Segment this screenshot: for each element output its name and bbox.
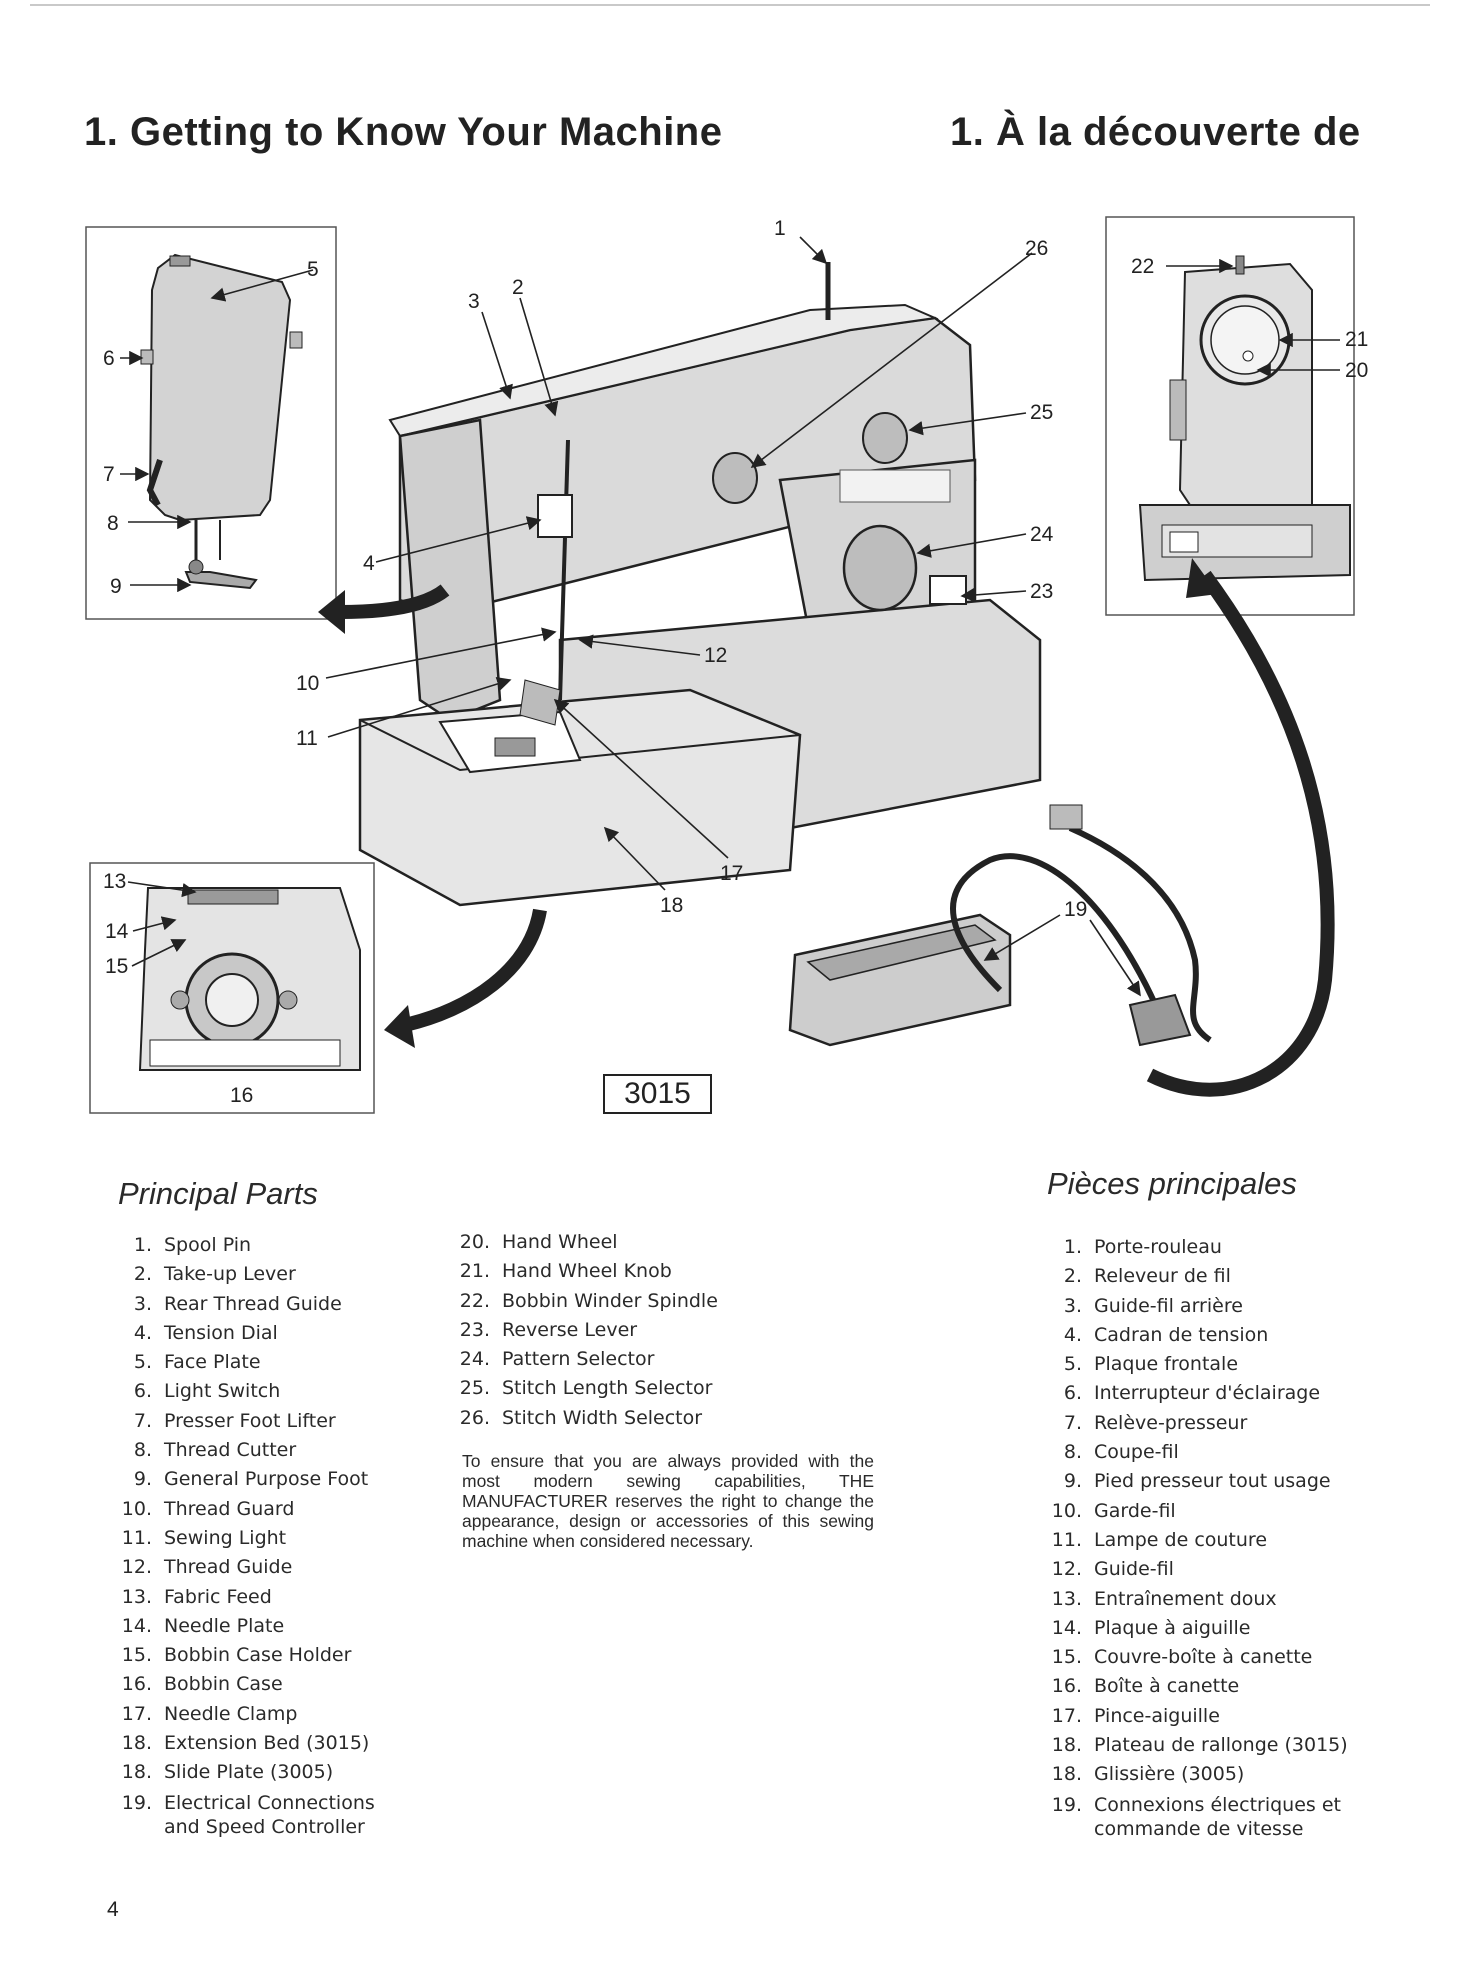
list-item: 8.Thread Cutter: [133, 1439, 297, 1462]
callout-12: 12: [704, 644, 727, 667]
list-item: 21.Hand Wheel Knob: [459, 1260, 672, 1283]
list-item: 26.Stitch Width Selector: [459, 1406, 703, 1429]
list-item: 18.Plateau de rallonge (3015): [1051, 1734, 1348, 1757]
list-item: 10.Thread Guard: [121, 1497, 295, 1520]
callout-14: 14: [105, 920, 129, 943]
foot-controller-drawing: [788, 804, 1212, 1047]
list-item: 19.Connexions électriques et commande de…: [1051, 1793, 1341, 1840]
list-item: 6.Interrupteur d'éclairage: [1063, 1382, 1321, 1405]
list-item: 4.Tension Dial: [133, 1321, 278, 1344]
list-item: 13.Fabric Feed: [121, 1585, 272, 1608]
list-item: 17.Needle Clamp: [121, 1702, 298, 1725]
list-item: 7.Relève-presseur: [1063, 1411, 1248, 1434]
list-item: 9.Pied presseur tout usage: [1063, 1470, 1331, 1493]
side-view-inset: [85, 226, 337, 620]
callout-19: 19: [1064, 898, 1087, 921]
list-item: 12.Guide-fil: [1051, 1558, 1174, 1581]
callout-2: 2: [512, 276, 524, 299]
list-item: 18.Extension Bed (3015): [121, 1732, 370, 1755]
list-item: 16.Boîte à canette: [1051, 1675, 1240, 1698]
hand-wheel-side-inset: [1105, 216, 1355, 616]
list-item: 8.Coupe-fil: [1063, 1441, 1179, 1464]
list-item: 16.Bobbin Case: [121, 1673, 283, 1696]
list-item: 15.Couvre-boîte à canette: [1051, 1646, 1313, 1669]
list-item: 11.Sewing Light: [121, 1526, 287, 1549]
list-item: 1.Porte-rouleau: [1063, 1236, 1222, 1258]
list-item: 7.Presser Foot Lifter: [133, 1409, 336, 1432]
callout-11: 11: [296, 727, 318, 750]
callout-6: 6: [103, 347, 115, 370]
callout-24: 24: [1030, 523, 1054, 546]
list-item: 9.General Purpose Foot: [133, 1468, 369, 1491]
list-item: 18.Glissière (3005): [1051, 1763, 1245, 1786]
english-parts-list-2: 20.Hand Wheel 21.Hand Wheel Knob 22.Bobb…: [450, 1228, 870, 1433]
list-item: 14.Needle Plate: [121, 1614, 285, 1637]
callout-leader-lines: [120, 236, 1340, 997]
list-item: 17.Pince-aiguille: [1051, 1704, 1220, 1727]
callout-1: 1: [774, 217, 786, 240]
pieces-principales-heading: Pièces principales: [1047, 1166, 1297, 1201]
callout-17: 17: [720, 862, 743, 885]
callout-25: 25: [1030, 401, 1053, 424]
sewing-machine-illustration: 1 2 3 4 5 6 7 8 9 10 11 12 13 14 15 16 1…: [85, 216, 1368, 1114]
main-machine-drawing: [358, 262, 1042, 907]
callout-7: 7: [103, 463, 115, 486]
callout-22: 22: [1131, 255, 1154, 278]
callout-13: 13: [103, 870, 126, 893]
list-item: 19.Electrical Connections and Speed Cont…: [121, 1791, 375, 1838]
list-item: 23.Reverse Lever: [459, 1318, 638, 1341]
callout-18: 18: [660, 894, 683, 917]
list-item: 5.Plaque frontale: [1063, 1353, 1239, 1376]
principal-parts-heading: Principal Parts: [118, 1176, 318, 1211]
list-item: 3.Rear Thread Guide: [133, 1292, 342, 1315]
list-item: 2.Releveur de fil: [1063, 1265, 1231, 1288]
model-number-badge: 3015: [603, 1074, 712, 1114]
list-item: 12.Thread Guide: [121, 1556, 293, 1579]
list-item: 13.Entraînement doux: [1051, 1587, 1277, 1610]
page-title-english: 1. Getting to Know Your Machine: [84, 110, 723, 154]
callout-10: 10: [296, 672, 319, 695]
callout-9: 9: [110, 575, 122, 598]
callout-20: 20: [1345, 359, 1368, 382]
callout-23: 23: [1030, 580, 1053, 603]
callout-3: 3: [468, 290, 480, 313]
list-item: 20.Hand Wheel: [459, 1231, 618, 1253]
list-item: 15.Bobbin Case Holder: [121, 1644, 352, 1667]
english-parts-list-1: 1.Spool Pin 2.Take-up Lever 3.Rear Threa…: [110, 1231, 470, 1839]
list-item: 10.Garde-fil: [1051, 1499, 1176, 1522]
list-item: 6.Light Switch: [133, 1380, 281, 1403]
callout-5: 5: [307, 258, 319, 281]
list-item: 3.Guide-fil arrière: [1063, 1294, 1243, 1317]
french-parts-list: 1.Porte-rouleau 2.Releveur de fil 3.Guid…: [1040, 1233, 1440, 1841]
callout-15: 15: [105, 955, 128, 978]
bobbin-area-inset: [89, 862, 375, 1114]
list-item: 1.Spool Pin: [133, 1234, 252, 1256]
page-number: 4: [107, 1898, 119, 1921]
callout-numbers: 1 2 3 4 5 6 7 8 9 10 11 12 13 14 15 16 1…: [103, 217, 1368, 1107]
manufacturer-notice: To ensure that you are always provided w…: [462, 1451, 874, 1551]
callout-16: 16: [230, 1084, 253, 1107]
callout-4: 4: [363, 552, 375, 575]
page-title-french: 1. À la découverte de: [950, 110, 1361, 154]
list-item: 11.Lampe de couture: [1051, 1528, 1268, 1551]
list-item: 5.Face Plate: [133, 1351, 261, 1374]
list-item: 22.Bobbin Winder Spindle: [459, 1289, 718, 1312]
list-item: 2.Take-up Lever: [133, 1263, 296, 1286]
list-item: 4.Cadran de tension: [1063, 1323, 1269, 1346]
list-item: 14.Plaque à aiguille: [1051, 1616, 1251, 1639]
callout-26: 26: [1025, 237, 1048, 260]
callout-21: 21: [1345, 328, 1368, 351]
callout-8: 8: [107, 512, 119, 535]
list-item: 24.Pattern Selector: [459, 1348, 655, 1371]
direction-arrows: [318, 558, 1335, 1097]
list-item: 25.Stitch Length Selector: [459, 1377, 713, 1400]
scan-edge-line: [30, 4, 1430, 6]
list-item: 18.Slide Plate (3005): [121, 1761, 334, 1784]
